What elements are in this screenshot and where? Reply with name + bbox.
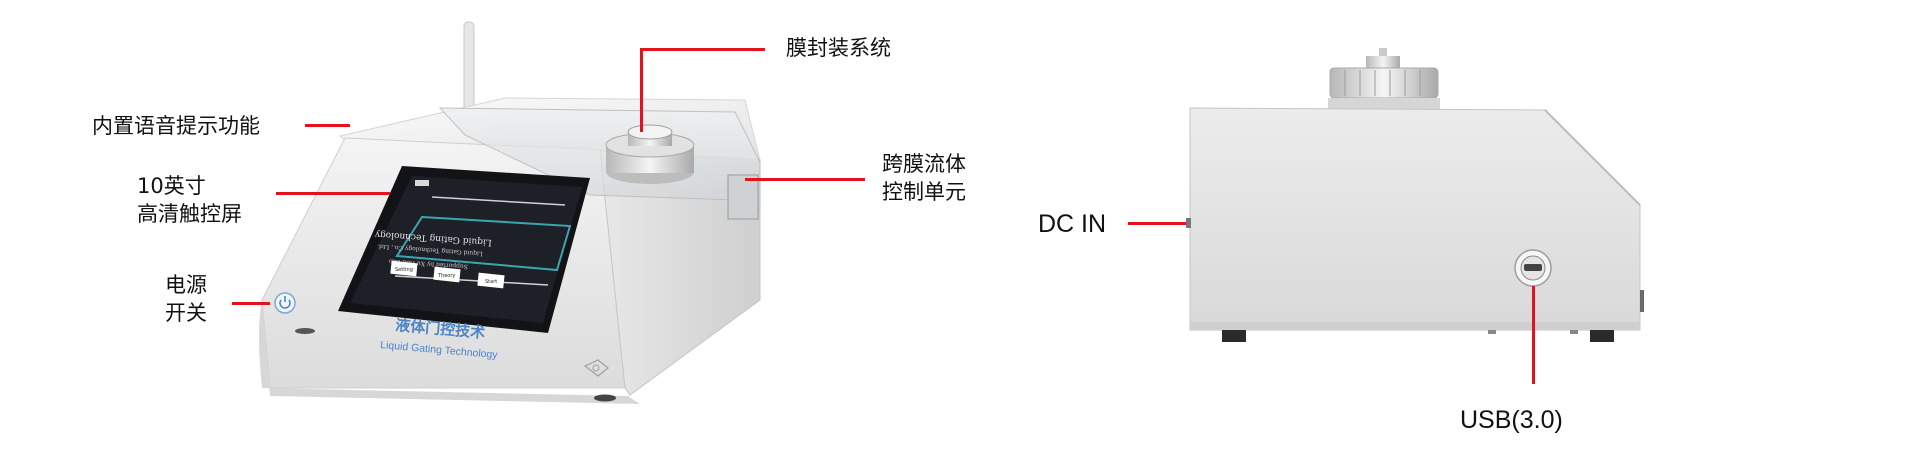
- label-usb: USB(3.0): [1460, 406, 1563, 434]
- screen-teal-frame: [395, 215, 572, 272]
- screen-button-setting-label: Setting: [395, 267, 413, 273]
- rear-port: [1640, 290, 1644, 312]
- screen-button-theory[interactable]: Theory: [433, 266, 461, 283]
- side-body: [1189, 107, 1641, 331]
- touchscreen-display: [350, 176, 582, 323]
- screen-button-start[interactable]: Start: [477, 272, 505, 289]
- power-button[interactable]: [274, 292, 296, 314]
- leader-membrane-v: [640, 48, 643, 132]
- label-touchscreen-line1: 10英寸: [137, 174, 206, 198]
- screen-logo-chip: [415, 180, 429, 186]
- leader-power: [232, 302, 270, 305]
- antenna: [463, 21, 475, 119]
- screen-line-bottom: [394, 275, 549, 286]
- screen-button-setting[interactable]: Setting: [390, 260, 418, 277]
- side-knob-ridged: [1329, 67, 1439, 99]
- foot: [594, 394, 616, 402]
- leader-voice-prompt: [305, 124, 350, 127]
- knob-cap-top: [627, 124, 673, 140]
- dc-in-port[interactable]: [1186, 218, 1191, 228]
- label-transmembrane-line1: 跨膜流体: [882, 152, 966, 176]
- side-body-bottom: [1190, 322, 1640, 330]
- label-power-line1: 电源: [165, 273, 207, 297]
- foot-small: [1488, 330, 1496, 334]
- label-power-line2: 开关: [165, 301, 207, 325]
- side-logo-icon: [583, 359, 609, 377]
- label-touchscreen-line2: 高清触控屏: [137, 202, 242, 226]
- side-knob-cap: [1366, 56, 1400, 70]
- label-voice-prompt: 内置语音提示功能: [92, 114, 260, 138]
- foot: [1590, 330, 1614, 342]
- leader-transmembrane: [745, 178, 865, 181]
- foot: [295, 328, 315, 334]
- device-base-front: [259, 300, 640, 404]
- screen-line-top: [431, 196, 566, 206]
- side-knob-ridges: [1344, 70, 1421, 96]
- usb-port[interactable]: [1514, 249, 1552, 287]
- side-knob-base: [1328, 98, 1440, 110]
- label-dc-in: DC IN: [1038, 210, 1107, 238]
- side-body-edge: [1544, 109, 1641, 206]
- foot-small: [1570, 330, 1578, 334]
- label-membrane-seal: 膜封装系统: [786, 36, 891, 60]
- leader-touchscreen: [276, 192, 390, 195]
- glass-opening: [727, 174, 759, 220]
- screen-button-start-label: Start: [485, 279, 497, 285]
- side-knob-stem: [1379, 48, 1387, 60]
- leader-usb: [1532, 286, 1535, 384]
- label-transmembrane-line2: 控制单元: [882, 180, 966, 204]
- leader-dc-in: [1128, 222, 1186, 225]
- leader-membrane-h: [640, 48, 765, 51]
- screen-button-theory-label: Theory: [437, 273, 455, 279]
- foot: [1222, 330, 1246, 342]
